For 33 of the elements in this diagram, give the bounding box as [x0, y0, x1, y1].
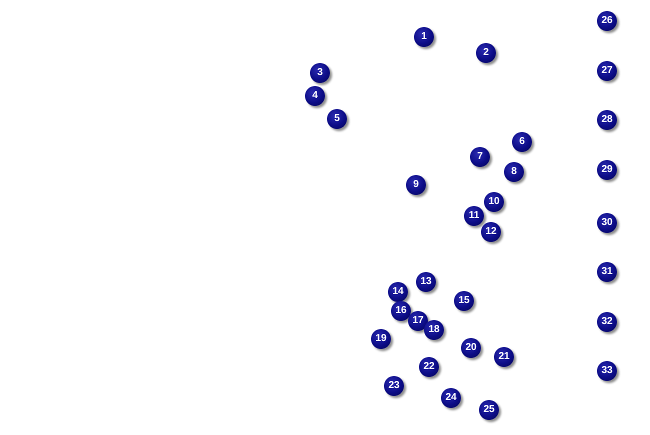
callout-number: 9 — [406, 175, 426, 195]
callout-number: 29 — [597, 160, 617, 180]
callout-number: 22 — [419, 357, 439, 377]
callout-number: 27 — [597, 61, 617, 81]
callout-number: 2 — [476, 43, 496, 63]
callout-number: 12 — [481, 222, 501, 242]
callout-number: 3 — [310, 63, 330, 83]
callout-number: 10 — [484, 192, 504, 212]
callout-number: 21 — [494, 347, 514, 367]
callout-number: 1 — [414, 27, 434, 47]
callout-number: 11 — [464, 206, 484, 226]
callout-number: 4 — [305, 86, 325, 106]
callout-number: 26 — [597, 11, 617, 31]
callout-number: 31 — [597, 262, 617, 282]
callout-number: 20 — [461, 338, 481, 358]
callout-number: 16 — [391, 301, 411, 321]
callout-number: 15 — [454, 291, 474, 311]
callout-number: 23 — [384, 376, 404, 396]
callout-number: 5 — [327, 109, 347, 129]
callout-number: 18 — [424, 320, 444, 340]
callout-number: 13 — [416, 272, 436, 292]
callout-number: 28 — [597, 110, 617, 130]
callout-number: 19 — [371, 329, 391, 349]
callout-number: 33 — [597, 361, 617, 381]
callout-number: 6 — [512, 132, 532, 152]
callout-number: 8 — [504, 162, 524, 182]
callout-number: 30 — [597, 213, 617, 233]
callout-number: 24 — [441, 388, 461, 408]
callout-number: 7 — [470, 147, 490, 167]
callout-number: 32 — [597, 312, 617, 332]
callout-number: 25 — [479, 400, 499, 420]
callout-number: 14 — [388, 282, 408, 302]
callout-number: 17 — [408, 311, 428, 331]
